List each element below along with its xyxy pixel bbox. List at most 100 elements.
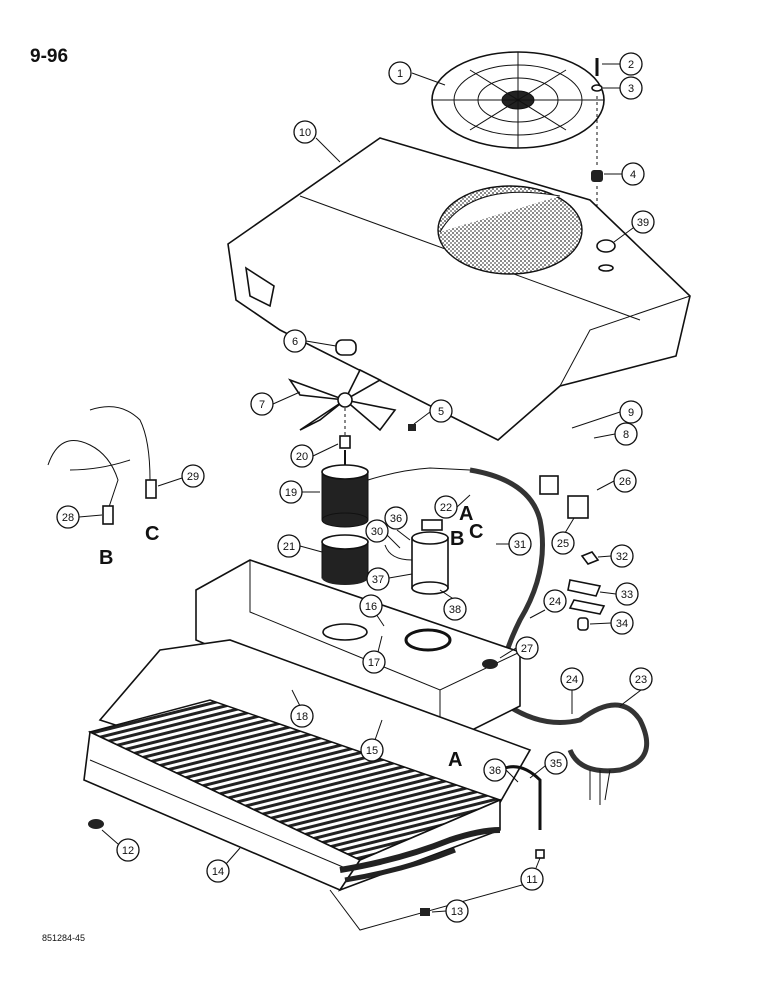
callout-39-label: 39 (637, 217, 649, 229)
callout-36-top-label: 36 (390, 513, 402, 525)
callout-17-label: 17 (368, 657, 380, 669)
callout-13-label: 13 (451, 906, 463, 918)
callout-11 (520, 867, 544, 891)
callout-2 (619, 52, 643, 76)
blower-motor (321, 450, 471, 528)
evaporator-coil (83, 639, 545, 931)
callout-38 (443, 597, 467, 621)
switch-harness (47, 406, 157, 525)
callout-29-label: 29 (187, 471, 199, 483)
callout-6 (283, 329, 307, 353)
callout-3 (619, 76, 643, 100)
callout-33-label: 33 (621, 589, 633, 601)
fan-blade (287, 339, 416, 449)
callout-34 (610, 611, 634, 635)
clips (567, 551, 606, 631)
callout-5-label: 5 (438, 406, 444, 418)
callout-32-label: 32 (616, 551, 628, 563)
callout-31-label: 31 (514, 539, 526, 551)
callout-16 (359, 594, 383, 618)
callout-14 (206, 859, 230, 883)
callout-18-label: 18 (296, 711, 308, 723)
callout-28-label: 28 (62, 512, 74, 524)
callout-30 (365, 519, 389, 543)
screw-and-bushing (591, 58, 603, 210)
letter-a-bottom: A (448, 749, 462, 771)
callout-24-bottom (560, 667, 584, 691)
letter-b-left: B (99, 547, 113, 569)
callout-8-label: 8 (623, 429, 629, 441)
callout-24-top (543, 589, 567, 613)
letter-c-left: C (145, 523, 159, 545)
page-number: 9-96 (30, 46, 69, 67)
callout-10-label: 10 (299, 127, 311, 139)
callout-1-label: 1 (397, 68, 403, 80)
connector-letters: B C A B C A (99, 503, 483, 771)
callout-16-label: 16 (365, 601, 377, 613)
callout-2-label: 2 (628, 59, 634, 71)
callout-37-label: 37 (372, 574, 384, 586)
callout-19 (279, 480, 303, 504)
callout-13 (445, 899, 469, 923)
callout-36-top (384, 506, 408, 530)
callout-34-label: 34 (616, 618, 628, 630)
callout-7 (250, 392, 274, 416)
callout-26-label: 26 (619, 476, 631, 488)
callout-36-bottom-label: 36 (489, 765, 501, 777)
letter-b-center: B (450, 528, 464, 550)
letter-a-top: A (459, 503, 473, 525)
callout-24-top-label: 24 (549, 596, 561, 608)
callout-24-bottom-label: 24 (566, 674, 578, 686)
callout-37 (366, 567, 390, 591)
receiver-drier (384, 519, 449, 595)
callout-12 (116, 838, 140, 862)
callout-9 (619, 400, 643, 424)
callout-5 (429, 399, 453, 423)
callout-3-label: 3 (628, 83, 634, 95)
callout-27-label: 27 (521, 643, 533, 655)
callout-38-label: 38 (449, 604, 461, 616)
callout-20-label: 20 (296, 451, 308, 463)
callout-35 (544, 751, 568, 775)
callout-17 (362, 650, 386, 674)
letter-c-center: C (469, 521, 483, 543)
callout-21-label: 21 (283, 541, 295, 553)
callout-8 (614, 422, 638, 446)
figure-code: 851284-45 (42, 933, 86, 943)
callout-30-label: 30 (371, 526, 383, 538)
callout-39 (631, 210, 655, 234)
callout-15-label: 15 (366, 745, 378, 757)
callout-35-label: 35 (550, 758, 562, 770)
callout-11-label: 11 (526, 874, 537, 886)
callout-9-label: 9 (628, 407, 634, 419)
callout-25 (551, 531, 575, 555)
callout-23-label: 23 (635, 674, 647, 686)
callout-18 (290, 704, 314, 728)
callout-12-label: 12 (122, 845, 134, 857)
callout-1 (388, 61, 412, 85)
callout-20 (290, 444, 314, 468)
callout-4-label: 4 (630, 169, 636, 181)
callout-23 (629, 667, 653, 691)
callout-10 (293, 120, 317, 144)
callout-19-label: 19 (285, 487, 297, 499)
callout-15 (360, 738, 384, 762)
callout-31 (508, 532, 532, 556)
fan-grille (431, 51, 605, 149)
callout-26 (613, 469, 637, 493)
callout-4 (621, 162, 645, 186)
unit-cover (227, 137, 691, 441)
callout-32 (610, 544, 634, 568)
callout-28 (56, 505, 80, 529)
callouts: 1 2 3 4 10 39 6 7 5 (56, 52, 655, 923)
callout-22-label: 22 (440, 502, 452, 514)
base-pan (195, 559, 521, 747)
callout-14-label: 14 (212, 866, 224, 878)
callout-21 (277, 534, 301, 558)
callout-36-bottom (483, 758, 507, 782)
callout-7-label: 7 (259, 399, 265, 411)
callout-25-label: 25 (557, 538, 569, 550)
callout-33 (615, 582, 639, 606)
